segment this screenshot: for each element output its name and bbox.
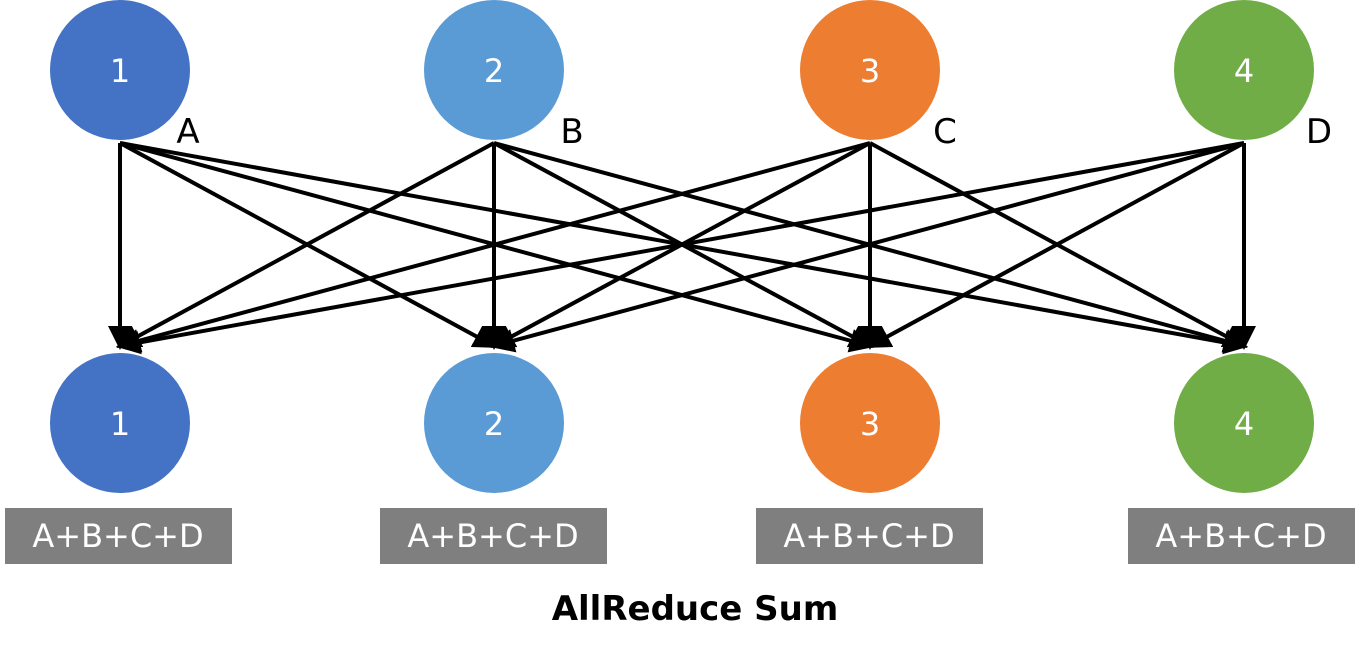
target-node-2-number: 2 (484, 405, 504, 443)
target-node-4: 4 A+B+C+D (1128, 353, 1355, 564)
target-node-1-circle (50, 353, 190, 493)
result-box-2-text: A+B+C+D (407, 517, 578, 555)
target-node-2: 2 A+B+C+D (380, 353, 607, 564)
source-node-3-circle (800, 0, 940, 140)
source-node-1: 1 A (50, 0, 200, 152)
target-node-1: 1 A+B+C+D (5, 353, 232, 564)
edge-2-to-1 (116, 141, 495, 348)
target-node-3-circle (800, 353, 940, 493)
source-node-1-number: 1 (110, 52, 130, 90)
target-node-2-circle (424, 353, 564, 493)
result-box-1 (5, 508, 232, 564)
result-box-3 (756, 508, 983, 564)
source-node-2-number: 2 (484, 52, 504, 90)
result-box-2 (380, 508, 607, 564)
edge-4-to-2 (490, 141, 1245, 353)
source-node-4-label: D (1306, 112, 1332, 152)
target-node-1-number: 1 (110, 405, 130, 443)
diagram-caption: AllReduce Sum (552, 589, 839, 629)
source-node-3-label: C (933, 112, 957, 152)
result-box-1-text: A+B+C+D (32, 517, 203, 555)
edge-4-to-3 (866, 141, 1245, 348)
source-node-2-circle (424, 0, 564, 140)
result-box-4-text: A+B+C+D (1155, 517, 1326, 555)
target-node-4-circle (1174, 353, 1314, 493)
result-box-3-text: A+B+C+D (783, 517, 954, 555)
source-node-2: 2 B (424, 0, 584, 152)
target-node-3: 3 A+B+C+D (756, 353, 983, 564)
target-node-3-number: 3 (860, 405, 880, 443)
target-node-4-number: 4 (1234, 405, 1254, 443)
edge-3-to-1 (116, 141, 871, 353)
edge-4-to-1 (116, 141, 1245, 355)
source-node-1-circle (50, 0, 190, 140)
result-box-4 (1128, 508, 1355, 564)
source-node-4-circle (1174, 0, 1314, 140)
source-node-4: 4 D (1174, 0, 1332, 152)
source-node-2-label: B (560, 112, 583, 152)
source-node-3-number: 3 (860, 52, 880, 90)
source-node-4-number: 4 (1234, 52, 1254, 90)
edges-group (108, 141, 1256, 355)
source-node-3: 3 C (800, 0, 957, 152)
source-node-1-label: A (176, 112, 199, 152)
